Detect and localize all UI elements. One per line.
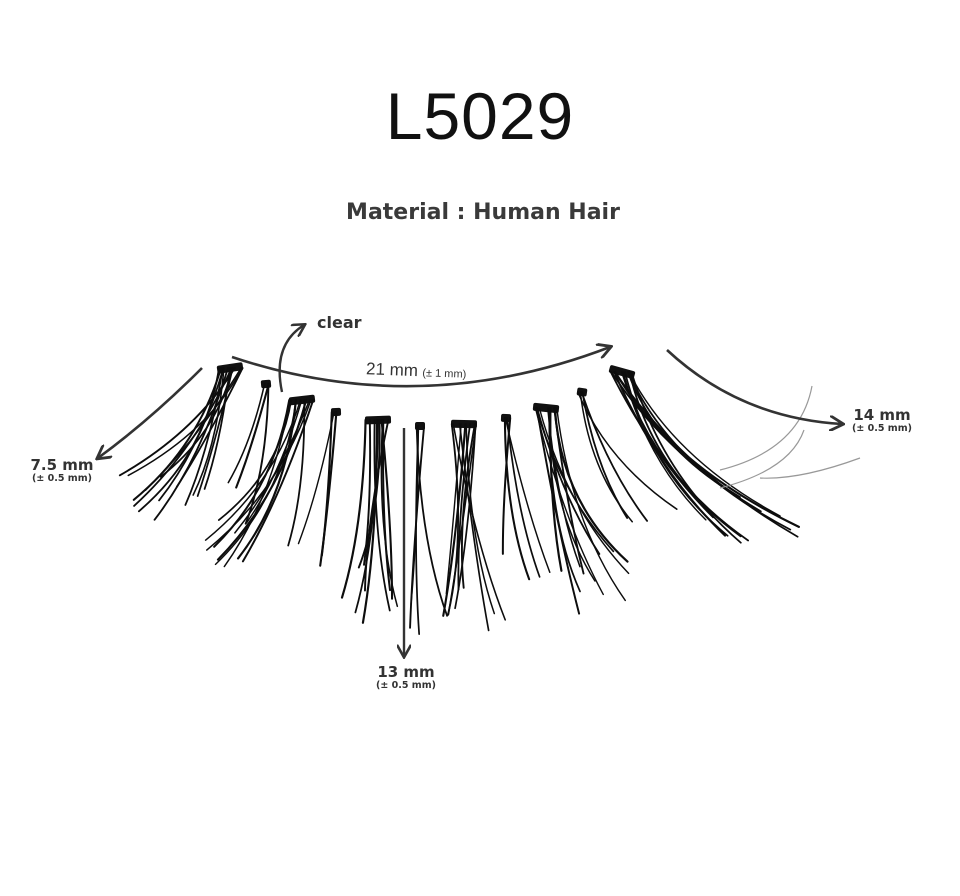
lash-strip [118, 362, 800, 635]
inner-corner-tolerance: (± 0.5 mm) [32, 472, 92, 484]
length-value: 21 mm [365, 359, 419, 381]
outer-fine-hairs [719, 385, 861, 489]
inner-corner-label: 7.5 mm (± 0.5 mm) [26, 456, 98, 484]
outer-corner-label: 14 mm (± 0.5 mm) [848, 406, 916, 434]
outer-corner-tolerance: (± 0.5 mm) [852, 422, 912, 434]
center-tolerance: (± 0.5 mm) [376, 679, 436, 691]
inner-length-arrow [98, 367, 203, 458]
clear-band-label: clear [317, 313, 362, 332]
product-code-title: L5029 [385, 79, 575, 153]
center-value: 13 mm [377, 663, 435, 681]
inner-corner-value: 7.5 mm [30, 456, 94, 474]
material-label: Material : Human Hair [346, 200, 620, 225]
outer-corner-value: 14 mm [853, 406, 911, 424]
length-arc-arrow [231, 347, 610, 388]
length-tolerance: (± 1 mm) [422, 367, 467, 381]
clear-band-arrow [278, 325, 304, 393]
length-label: 21 mm (± 1 mm) [365, 359, 467, 382]
center-label: 13 mm (± 0.5 mm) [366, 663, 446, 691]
outer-length-arrow [666, 349, 842, 424]
